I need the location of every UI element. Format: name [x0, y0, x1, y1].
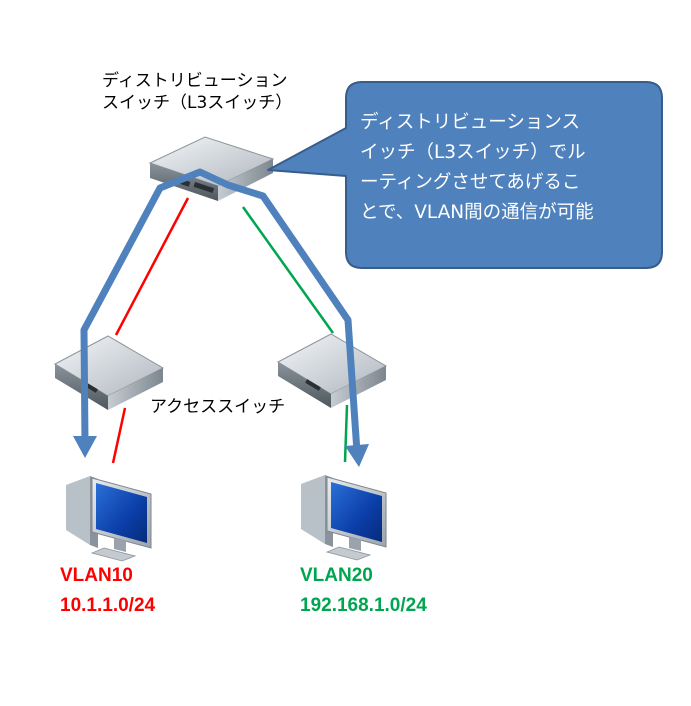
access-switch-label: アクセススイッチ: [150, 397, 286, 417]
vlan20-info: VLAN20 192.168.1.0/24: [300, 563, 427, 619]
vlan20-link-lower: [343, 404, 349, 463]
access-switch-icon: [276, 333, 388, 408]
vlan20-link-upper: [241, 206, 335, 334]
callout-line: ディストリビューションス: [360, 112, 580, 133]
vlan20-name: VLAN20: [300, 565, 373, 586]
pc-icon: [301, 475, 387, 561]
vlan10-subnet: 10.1.1.0/24: [60, 595, 156, 616]
callout-text: ディストリビューションス イッチ（L3スイッチ）でル ーティングさせてあげるこ …: [360, 108, 650, 228]
callout-bubble: [267, 81, 663, 269]
distribution-switch-label: ディストリビューション スイッチ（L3スイッチ）: [102, 70, 292, 114]
callout-line: イッチ（L3スイッチ）でル: [360, 142, 586, 163]
vlan10-link-lower: [111, 407, 127, 464]
callout-line: ーティングさせてあげるこ: [360, 172, 581, 193]
access-switch-icon: [53, 335, 165, 410]
vlan10-link-upper: [114, 197, 190, 336]
distribution-switch-label-line1: ディストリビューション: [102, 71, 288, 91]
vlan10-info: VLAN10 10.1.1.0/24: [60, 563, 155, 619]
vlan10-name: VLAN10: [60, 565, 133, 586]
routing-path-arrow: [73, 168, 369, 467]
distribution-switch-label-line2: スイッチ（L3スイッチ）: [102, 93, 293, 113]
vlan20-subnet: 192.168.1.0/24: [300, 595, 427, 616]
callout-line: とで、VLAN間の通信が可能: [360, 202, 594, 223]
pc-icon: [66, 476, 152, 562]
